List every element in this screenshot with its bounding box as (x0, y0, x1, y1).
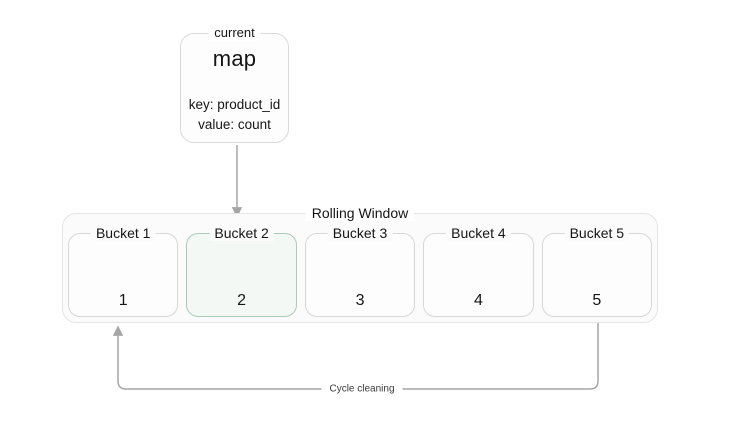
map-value-line: value: count (198, 117, 271, 132)
bucket-4-value: 4 (473, 292, 483, 309)
bucket-1: Bucket 1 1 (68, 225, 179, 317)
arrow-cycle-cleaning (112, 318, 599, 390)
bucket-2: Bucket 2 2 (186, 225, 297, 317)
bucket-1-value: 1 (118, 292, 128, 309)
bucket-5-label: Bucket 5 (564, 225, 630, 241)
rolling-window-legend: Rolling Window (305, 205, 415, 221)
bucket-4-label: Bucket 4 (446, 225, 511, 241)
map-title: map (212, 46, 257, 71)
rolling-window-container: Rolling Window Bucket 1 1 Bucket 2 2 Buc… (62, 205, 658, 323)
bucket-2-value: 2 (237, 292, 247, 309)
bucket-3-label: Bucket 3 (327, 225, 393, 241)
bucket-5-value: 5 (592, 292, 602, 309)
bucket-2-label: Bucket 2 (209, 225, 274, 241)
bucket-5: Bucket 5 5 (541, 225, 653, 317)
bucket-3-value: 3 (355, 292, 365, 309)
map-key-value: key: product_id value: count (181, 95, 288, 135)
bucket-1-label: Bucket 1 (90, 225, 156, 241)
current-box-legend: current (208, 25, 261, 41)
current-map-box: current map key: product_id value: count (180, 25, 289, 143)
map-key-line: key: product_id (188, 97, 281, 112)
bucket-4: Bucket 4 4 (423, 225, 534, 317)
cycle-cleaning-label: Cycle cleaning (321, 383, 403, 395)
bucket-3: Bucket 3 3 (304, 225, 416, 317)
